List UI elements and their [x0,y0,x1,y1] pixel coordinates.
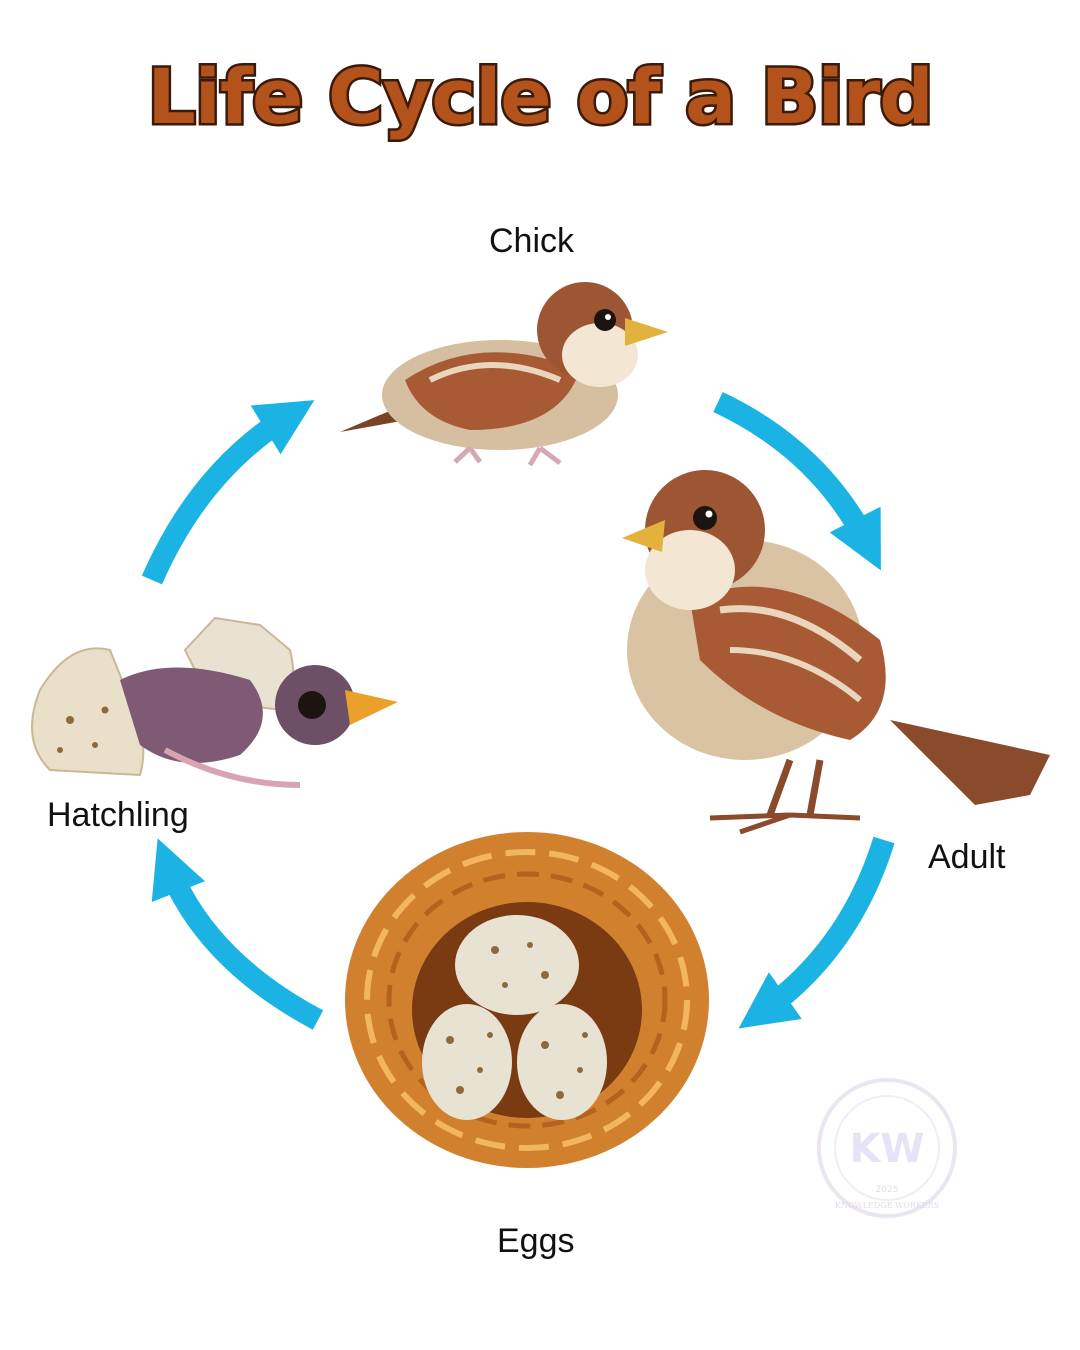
watermark-monogram: KW [849,1126,924,1172]
stage-label-adult: Adult [928,838,1006,876]
egg-icon [517,1004,607,1120]
adult-illustration [622,470,1050,835]
chick-illustration [340,282,668,467]
watermark-logo: KW 2025 KNOWLEDGE WORKERS [817,1078,957,1218]
cycle-arrows [141,392,895,1030]
egg-icon [422,1004,512,1120]
arrow-adult-to-eggs [738,836,895,1029]
watermark-year: 2025 [876,1185,899,1195]
nest-illustration [345,832,709,1168]
stage-label-chick: Chick [489,222,575,260]
stage-label-eggs: Eggs [497,1222,575,1260]
arrow-hatchling-to-chick [141,400,315,585]
egg-icon [455,915,579,1015]
arrow-chick-to-adult [713,392,881,571]
hatchling-illustration [31,616,398,788]
stage-label-hatchling: Hatchling [47,796,189,834]
watermark-text: KNOWLEDGE WORKERS [835,1201,939,1210]
page-title: Life Cycle of a Bird [145,50,936,144]
arrow-eggs-to-hatchling [151,838,324,1030]
